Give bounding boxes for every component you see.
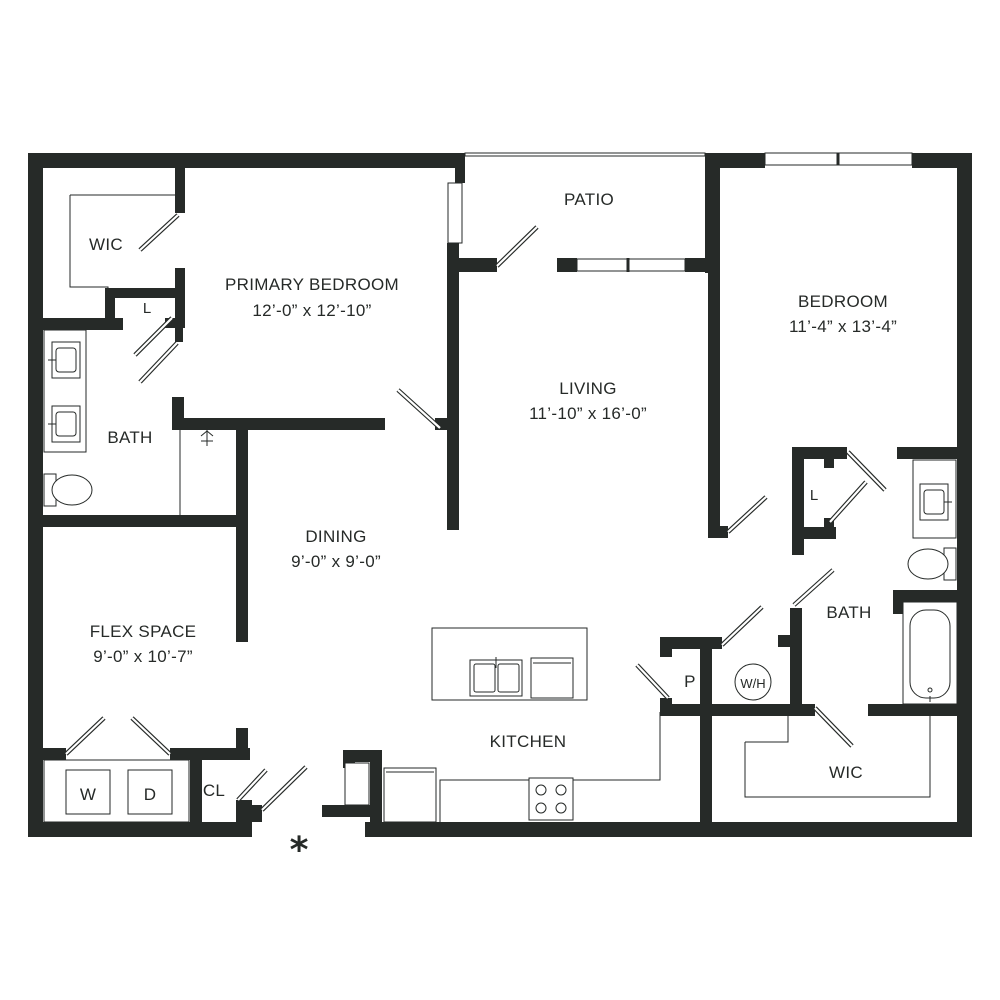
room-primary-bedroom-name: PRIMARY BEDROOM [225,275,399,294]
room-kitchen-name: KITCHEN [490,732,567,751]
doors [64,213,887,812]
door-swing-icon [396,388,442,430]
door-swing-icon [133,316,174,357]
door-swing-icon [726,495,768,534]
washer-label: W [80,785,96,804]
room-bedroom-dims: 11’-4” x 13’-4” [789,317,897,336]
room-closet-name: CL [203,781,225,800]
room-patio-name: PATIO [564,190,614,209]
refrigerator [383,767,437,823]
room-bath-left-name: BATH [107,428,152,447]
walls [28,153,972,837]
stove-icon [528,777,574,821]
room-bedroom-name: BEDROOM [798,292,888,311]
dishwasher [530,657,574,699]
toilet-icon [907,547,957,581]
window-icon [464,152,706,157]
room-living-name: LIVING [559,379,617,398]
window-icon [447,182,463,244]
door-swing-icon [236,768,268,802]
room-water-heater-name: W/H [740,676,765,691]
door-swing-icon [130,716,172,756]
door-swing-icon [828,480,868,524]
sink-icon [469,657,523,697]
room-linen-left-name: L [143,300,151,317]
windows [447,152,913,272]
window-icon [576,258,686,272]
washer-box [65,769,111,815]
water-heater-tank [734,663,772,701]
labels: PATIO WIC PRIMARY BEDROOM 12’-0” x 12’-1… [80,190,897,871]
door-swing-icon [138,341,179,384]
dryer-box [127,769,173,815]
sink-icon [919,483,952,521]
door-swing-icon [846,450,887,492]
door-swing-icon [260,765,308,812]
bathtub-icon [902,601,958,705]
island [431,627,588,701]
sink-icon [48,405,81,443]
sink-icon [48,341,81,379]
entry-niche [344,762,370,806]
room-primary-bedroom-dims: 12’-0” x 12’-10” [252,301,371,320]
door-swing-icon [138,213,180,252]
room-linen-right-name: L [810,487,818,504]
drain-icon [200,430,214,446]
door-swing-icon [720,605,764,647]
fixture-icons [43,341,958,823]
room-living-dims: 11’-10” x 16’-0” [529,404,647,423]
room-dining-name: DINING [305,527,366,546]
room-flex-space-name: FLEX SPACE [90,622,197,641]
door-swing-icon [792,568,835,607]
room-bath-right-name: BATH [826,603,871,622]
door-swing-icon [813,706,854,748]
door-swing-icon [64,716,106,756]
room-pantry-name: P [684,672,696,691]
door-swing-icon [495,225,539,268]
room-wic-left-name: WIC [89,235,123,254]
dryer-label: D [144,785,157,804]
room-wic-right-name: WIC [829,763,863,782]
entry-marker: * [290,830,309,871]
door-swing-icon [635,663,670,700]
room-dining-dims: 9’-0” x 9’-0” [291,552,381,571]
room-flex-space-dims: 9’-0” x 10’-7” [93,647,193,666]
toilet-icon [43,473,93,507]
